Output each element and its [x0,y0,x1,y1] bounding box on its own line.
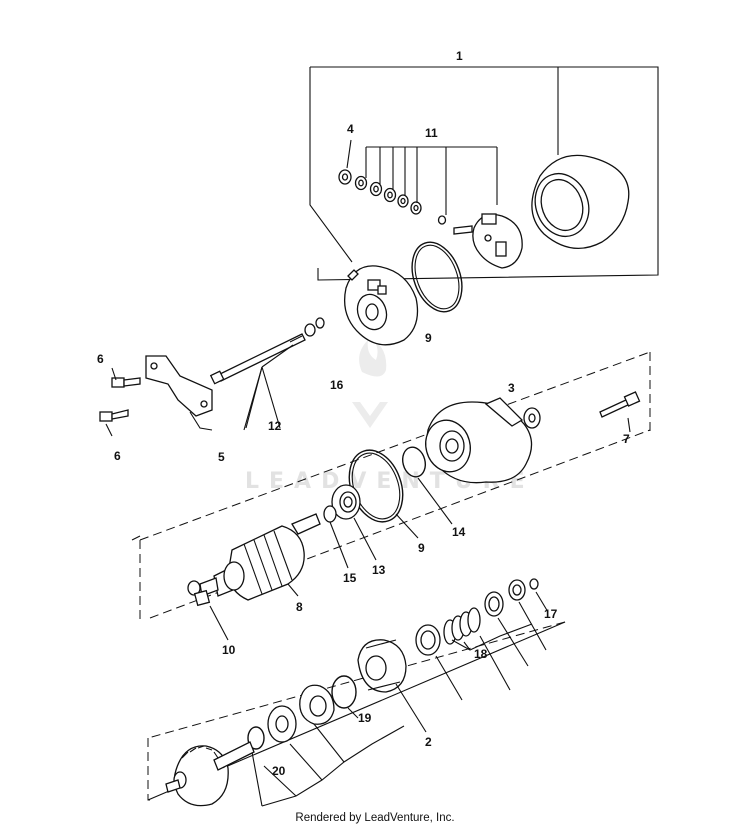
end-cover [343,265,419,346]
end-cover-group [99,139,630,437]
front-housing-group [131,391,641,641]
screws [99,377,141,422]
callout-1: 1 [456,49,463,63]
callout-8: 8 [296,600,303,614]
washer-16 [315,317,325,329]
armature [199,513,321,601]
bracket [145,355,213,431]
callout-12: 12 [268,419,282,433]
callout-2: 2 [425,735,432,749]
callout-18: 18 [474,647,488,661]
callout-10: 10 [222,643,236,657]
front-housing [425,397,533,484]
callout-13: 13 [372,563,386,577]
clutch-sleeve [415,624,441,656]
retainer [299,684,335,725]
callout-5: 5 [218,450,225,464]
washer-15 [323,505,337,523]
drive-group [165,578,549,807]
pinion-gear [165,741,255,807]
clutch-assembly [357,639,407,693]
footer-credit: Rendered by LeadVenture, Inc. [295,812,455,824]
spring [443,607,481,645]
callouts: 1 2 3 4 5 6 6 7 8 9 9 10 11 12 13 14 15 … [97,49,630,778]
callout-11: 11 [425,126,438,140]
callout-3: 3 [508,381,515,395]
bolt-7 [599,391,641,418]
callout-9b: 9 [418,541,425,555]
callout-14: 14 [452,525,466,539]
callout-16: 16 [330,378,344,392]
callout-6a: 6 [97,352,104,366]
callout-19: 19 [358,711,372,725]
callout-17: 17 [544,607,558,621]
brush-holder [453,213,523,269]
o-ring-14 [401,446,427,478]
callout-6b: 6 [114,449,121,463]
yoke-housing [531,154,630,249]
callout-20: 20 [272,764,286,778]
through-bolts [209,333,306,385]
ring-19 [331,675,357,709]
o-ring-upper [411,241,463,313]
callout-15: 15 [343,571,357,585]
callout-4: 4 [347,122,354,136]
washer-stack [338,169,447,225]
callout-9a: 9 [425,331,432,345]
callout-7: 7 [623,432,630,446]
brush-10 [187,580,211,607]
